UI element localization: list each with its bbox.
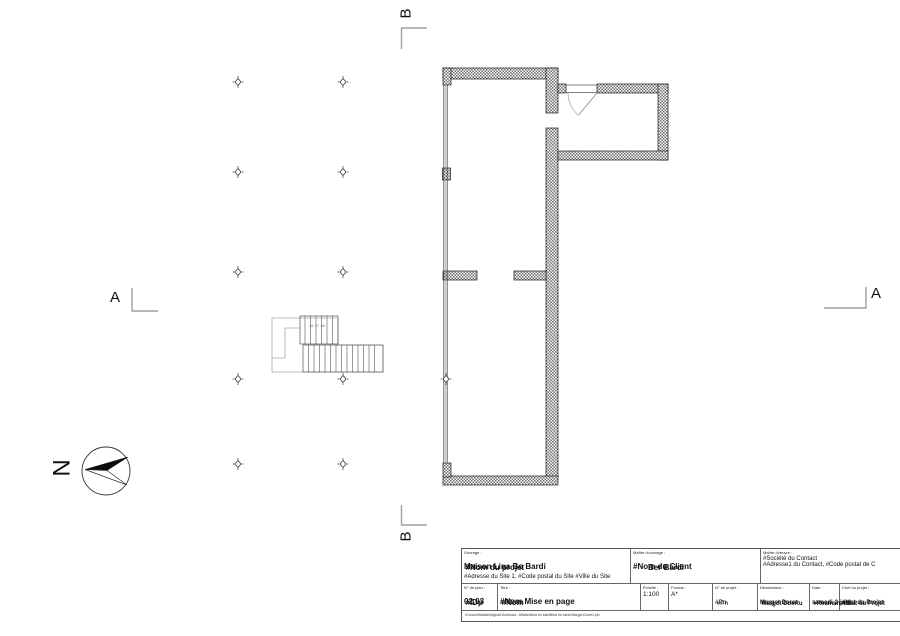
- contact-company: #Société du Contact: [763, 556, 818, 562]
- titleblock-cell-chef: Chef du projet : #Mat du Projet #Mat du …: [840, 584, 900, 611]
- walls: [442, 67, 669, 486]
- section-label-a-right: A: [871, 285, 882, 302]
- wall-room2-right: [657, 83, 669, 161]
- wall-bottom: [442, 475, 559, 486]
- projet-no-label: N° de projet :: [715, 585, 739, 590]
- titleblock-cell-plan-no: N° de plan : 02.03 #IDp: [462, 584, 498, 611]
- drafter-name: Margot Doret Margot Doertu: [760, 600, 803, 607]
- door-swing-arc: [567, 92, 579, 116]
- section-label-a-left: A: [110, 289, 121, 306]
- maitre-oeuvre-label: Maître d'œuvre :: [763, 550, 793, 555]
- titleblock-cell-dessinateur: Dessinateur : Margot Doret Margot Doertu: [758, 584, 810, 611]
- date-value: samedi-2-ja #Reamanetta: [812, 600, 851, 607]
- titleblock-cell-format: Format : A*: [669, 584, 713, 611]
- format-label: Format :: [671, 585, 686, 590]
- section-a-left-bracket: [131, 288, 158, 312]
- titleblock-cell-titre: Titre : #Nom Mise en page #Nom: [498, 584, 641, 611]
- titleblock-cell-ouvrage: Ouvrage : Maison Lina Bo Bardi #Nom du p…: [462, 549, 631, 584]
- section-b-top-bracket: [400, 27, 427, 49]
- section-b-bottom-bracket: [400, 505, 427, 526]
- layout-title: #Nom Mise en page #Nom: [500, 597, 575, 607]
- stairs: [271, 315, 384, 373]
- wall-stub-right: [513, 270, 547, 281]
- project-lead: #Mat du Projet #Mat du Projet: [842, 600, 885, 607]
- wall-corner-bottom-left: [442, 462, 452, 478]
- titleblock-cell-date: Date : samedi-2-ja #Reamanetta: [810, 584, 851, 611]
- titleblock-cell-echelle: Échelle : 1:100: [641, 584, 669, 611]
- north-label: N: [48, 459, 76, 477]
- wall-center-upper: [545, 67, 559, 114]
- project-name: Maison Lina Bo Bardi #Nom du projet: [464, 562, 546, 572]
- section-brackets: [131, 27, 867, 526]
- dessinateur-label: Dessinateur :: [760, 585, 784, 590]
- scale-value: 1:100: [643, 591, 660, 598]
- file-path: D:\cours\Master\logiciel Archicad - Affa…: [465, 613, 600, 617]
- stair-treads-lower: [308, 345, 375, 372]
- curtain-wall: [443, 85, 448, 463]
- stair-treads-upper: [304, 316, 333, 344]
- north-arrow-icon: [81, 446, 131, 496]
- wall-top: [442, 67, 559, 80]
- wall-center-lower: [545, 127, 559, 478]
- titleblock-cell-maitre-ouvrage: Maître d'ouvrage : #Nom du Client Ber Ba…: [631, 549, 761, 584]
- title-block: Ouvrage : Maison Lina Bo Bardi #Nom du p…: [461, 548, 900, 622]
- section-a-right-bracket: [824, 287, 867, 309]
- client-name: #Nom du Client Ber Bardi: [633, 562, 692, 572]
- wall-stub-left: [442, 270, 478, 281]
- door-leaf: [578, 92, 598, 116]
- titleblock-footer: D:\cours\Master\logiciel Archicad - Affa…: [462, 611, 900, 622]
- titleblock-cell-maitre-oeuvre: Maître d'œuvre : #Société du Contact #Ad…: [761, 549, 900, 584]
- plan-no-label: N° de plan :: [464, 585, 485, 590]
- format-value: A*: [671, 591, 678, 598]
- ouvrage-label: Ouvrage :: [464, 550, 482, 555]
- titre-label: Titre :: [500, 585, 511, 590]
- stair-numbering: 16 17 18: [309, 323, 325, 328]
- maitre-ouvrage-label: Maître d'ouvrage :: [633, 550, 666, 555]
- wall-room2-top: [596, 83, 669, 94]
- wall-room2-bottom: [557, 150, 669, 161]
- section-label-b-bottom: B: [397, 531, 415, 542]
- door: [566, 84, 598, 116]
- site-address: #Adresse du Site 1, #Code postal du Site…: [464, 574, 611, 580]
- wall-corner-top-left: [442, 67, 452, 86]
- echelle-label: Échelle :: [643, 585, 659, 590]
- project-number: #Pn #Pn: [715, 599, 729, 607]
- chef-label: Chef du projet :: [842, 585, 870, 590]
- date-label: Date :: [812, 585, 823, 590]
- titleblock-cell-projet-no: N° de projet : #Pn #Pn: [713, 584, 758, 611]
- section-label-b-top: B: [397, 8, 415, 19]
- wall-door-jamb: [557, 83, 567, 94]
- grid-points: [232, 75, 452, 471]
- plan-number: 02.03 #IDp: [464, 597, 485, 607]
- contact-address: #Adresse1 du Contact, #Code postal de C: [763, 562, 876, 568]
- wall-mullion: [442, 167, 451, 181]
